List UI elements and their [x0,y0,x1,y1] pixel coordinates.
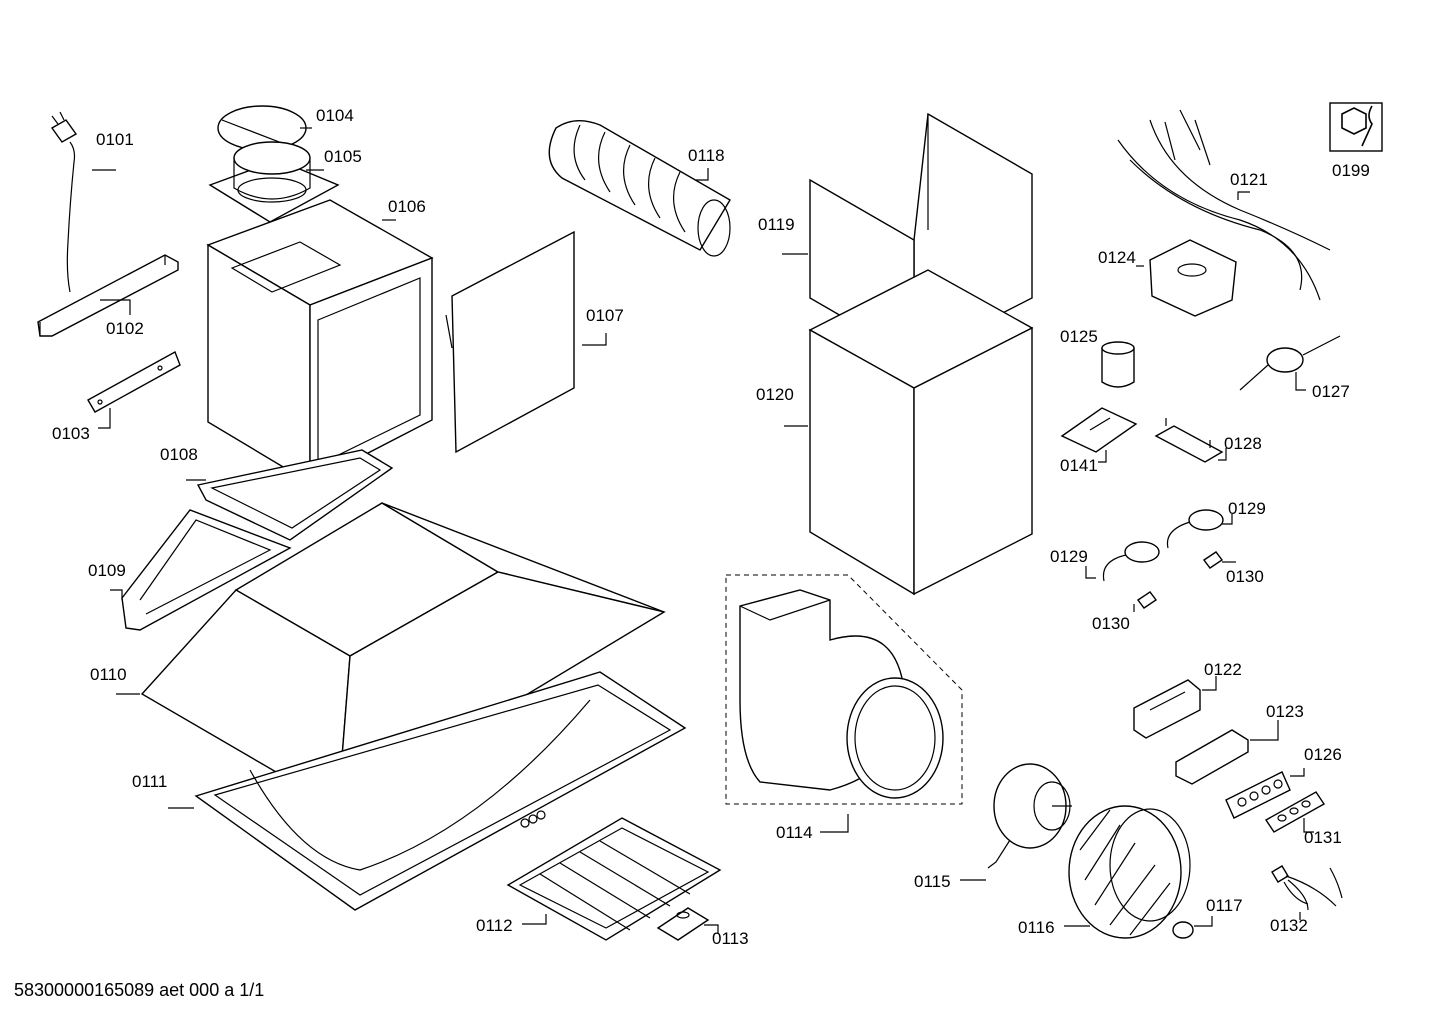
label-0108[interactable]: 0108 [160,445,198,464]
part-drawing-0125-capacitor [1101,341,1135,388]
part-drawing-0114-fan-housing [725,574,963,805]
part-drawing-0116-fan-wheel [1068,805,1191,939]
label-0117[interactable]: 0117 [1206,896,1243,915]
part-drawing-0126-switch [1225,771,1291,819]
part-drawing-0131-button-strip [1264,791,1326,833]
label-0119[interactable]: 0119 [758,215,795,234]
part-drawing-0110-canopy [140,502,666,810]
label-0109[interactable]: 0109 [88,561,126,580]
part-drawing-0108-frame [196,449,394,541]
label-0126[interactable]: 0126 [1304,745,1342,764]
part-drawing-0141-plate [1060,407,1138,453]
part-drawing-0130-bulb-upper [1202,551,1224,569]
label-0128[interactable]: 0128 [1224,434,1262,453]
part-drawing-0123-bracket [1175,729,1249,785]
label-0129-lower[interactable]: 0129 [1050,547,1088,566]
label-0110[interactable]: 0110 [90,665,127,684]
part-drawing-0107-panel [445,230,575,454]
label-0130-upper[interactable]: 0130 [1226,567,1264,586]
document-footer: 58300000165089 aet 000 a 1/1 [14,980,265,1000]
part-drawing-0124-junction-box [1149,239,1237,317]
part-drawing-0122-control-module [1133,679,1201,739]
label-0101[interactable]: 0101 [96,130,134,149]
part-drawing-0129-lamp-holder-lower [1102,541,1160,582]
label-0125[interactable]: 0125 [1060,327,1098,346]
label-0111[interactable]: 0111 [132,772,167,791]
label-0116[interactable]: 0116 [1018,918,1055,937]
part-drawing-0101-power-cord [50,111,78,293]
part-drawing-0128-switch-board [1154,418,1224,463]
label-0104[interactable]: 0104 [316,106,354,125]
label-0105[interactable]: 0105 [324,147,362,166]
part-drawing-0130-bulb-lower [1136,591,1158,609]
part-drawing-0132-cable [1271,865,1343,911]
label-0130-lower[interactable]: 0130 [1092,614,1130,633]
label-0122[interactable]: 0122 [1204,660,1242,679]
part-drawing-0113-handle [656,907,710,941]
label-0103[interactable]: 0103 [52,424,90,443]
label-0106[interactable]: 0106 [388,197,426,216]
label-0199[interactable]: 0199 [1332,161,1370,180]
part-drawing-0112-grease-filter [506,817,722,941]
part-drawing-0111-base-tray [194,671,687,911]
label-0124[interactable]: 0124 [1098,248,1136,267]
label-0129-upper[interactable]: 0129 [1228,499,1266,518]
part-drawing-0129-lamp-holder-upper [1166,509,1224,549]
label-0131[interactable]: 0131 [1304,828,1342,847]
label-0102[interactable]: 0102 [106,319,144,338]
part-drawing-0121-wiring-harness [1117,109,1331,301]
part-drawing-0103-strip [87,350,181,413]
label-0120[interactable]: 0120 [756,385,794,404]
label-0114[interactable]: 0114 [776,823,813,842]
part-drawing-0118-flex-duct [548,120,731,257]
part-drawing-0127-transformer [1239,335,1341,391]
label-0141[interactable]: 0141 [1060,456,1098,475]
label-0115[interactable]: 0115 [914,872,951,891]
label-0118[interactable]: 0118 [688,146,725,165]
part-drawing-0120-lower-chimney [808,269,1034,596]
label-0107[interactable]: 0107 [586,306,624,325]
part-drawing-0106-housing-box [206,199,434,485]
wrench-nut-icon [1329,102,1383,152]
part-drawing-0105-outlet-collar [208,141,340,223]
label-0112[interactable]: 0112 [476,916,513,935]
label-0123[interactable]: 0123 [1266,702,1304,721]
part-drawing-0117-cap [1172,921,1194,939]
label-0127[interactable]: 0127 [1312,382,1350,401]
part-drawing-0102-bracket [37,254,179,337]
label-0113[interactable]: 0113 [712,929,749,948]
label-0132[interactable]: 0132 [1270,916,1308,935]
part-drawing-0109-side-arm [121,509,292,631]
part-drawing-0115-motor [987,763,1072,869]
label-0121[interactable]: 0121 [1230,170,1268,189]
